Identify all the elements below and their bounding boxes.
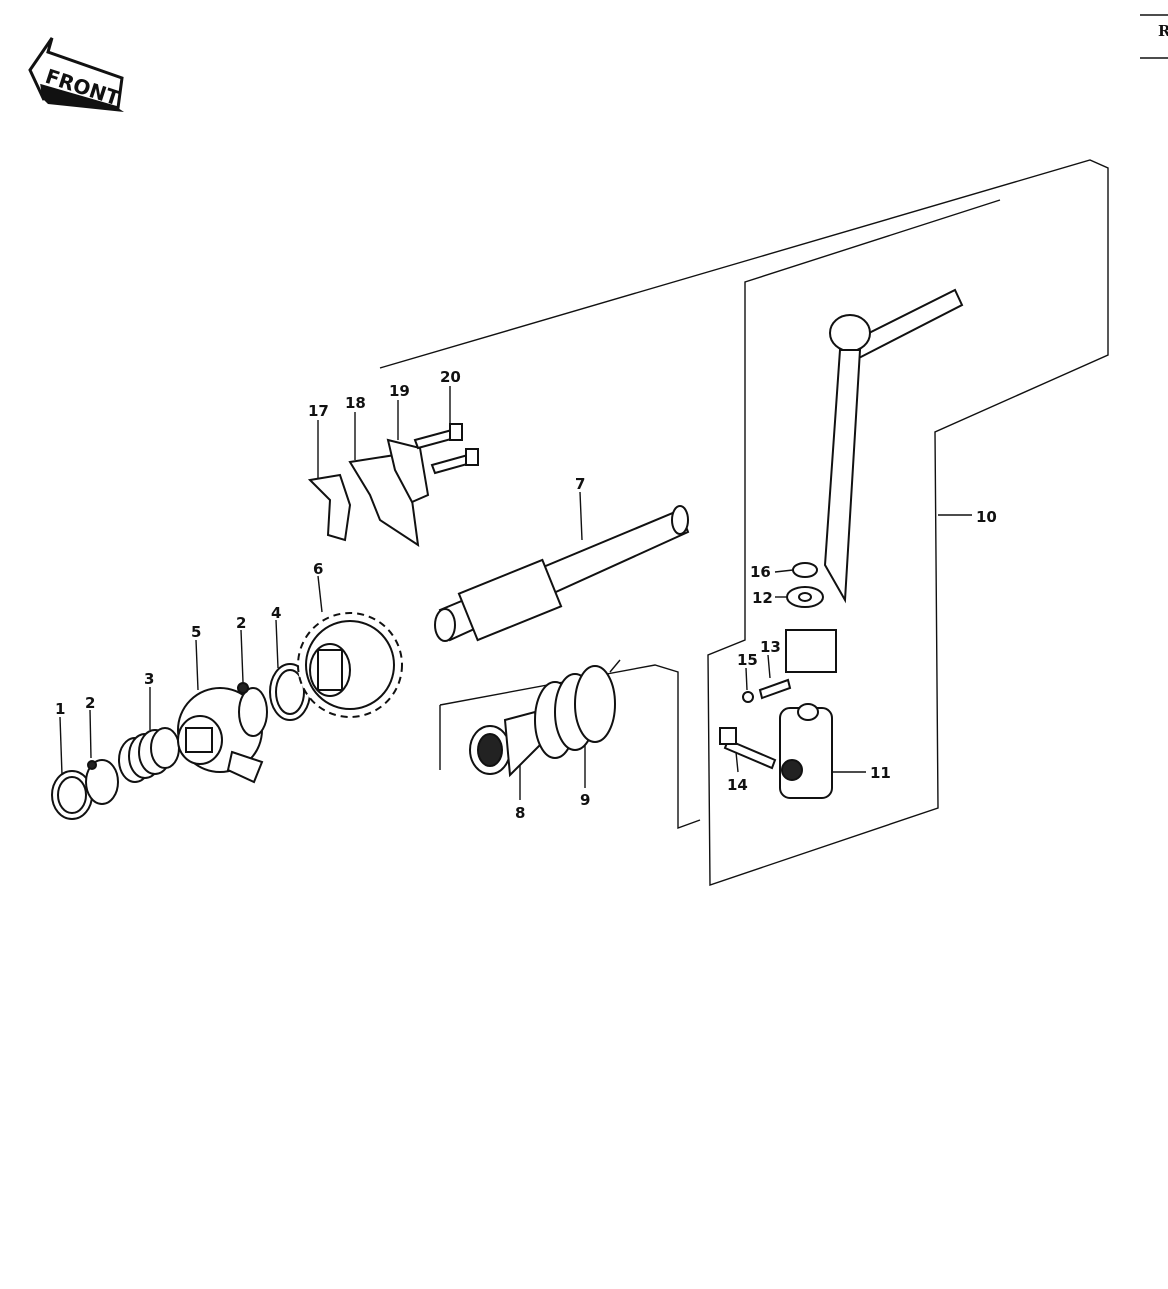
leader-7 (579, 491, 583, 541)
bolt-20 (413, 423, 479, 475)
callout-7: 7 (575, 475, 585, 493)
washer-12 (786, 586, 824, 608)
spring-13 (758, 678, 792, 700)
callout-2b: 2 (236, 614, 246, 632)
guide-plate-17 (307, 473, 352, 542)
leader-14 (735, 751, 739, 773)
callout-12: 12 (752, 589, 773, 607)
callout-6: 6 (313, 560, 323, 578)
callout-17: 17 (308, 402, 329, 420)
guide-plate-19 (386, 438, 430, 504)
callout-10: 10 (976, 508, 997, 526)
lever-clamp-11 (779, 703, 833, 799)
leader-2a (89, 709, 92, 759)
callout-2a: 2 (85, 694, 95, 712)
callout-3: 3 (144, 670, 154, 688)
front-arrow-icon: FRONT (28, 37, 124, 112)
callout-20: 20 (440, 368, 461, 386)
callout-11: 11 (870, 764, 891, 782)
spring-guide-8 (469, 710, 542, 778)
leader-2b (240, 629, 244, 683)
callout-9: 9 (580, 791, 590, 809)
callout-8: 8 (515, 804, 525, 822)
kick-shaft-7 (434, 505, 690, 642)
snap-ring-2b (237, 682, 268, 737)
leader-15 (745, 667, 748, 691)
callout-18: 18 (345, 394, 366, 412)
callout-14: 14 (727, 776, 748, 794)
kick-lever-10 (785, 288, 964, 673)
leader-6 (317, 575, 323, 613)
leader-5 (195, 639, 199, 691)
callout-15: 15 (737, 651, 758, 669)
return-spring-9 (534, 659, 621, 759)
ball-15 (742, 691, 754, 703)
leader-16 (774, 569, 794, 573)
group-bracket-main (379, 159, 1109, 886)
corner-label: R (1158, 22, 1168, 40)
callout-13: 13 (760, 638, 781, 656)
callout-1: 1 (55, 700, 65, 718)
callout-16: 16 (750, 563, 771, 581)
snap-ring-2a (85, 759, 119, 805)
callout-5: 5 (191, 623, 201, 641)
bolt-14 (719, 727, 777, 770)
leader-4 (275, 619, 279, 669)
callout-19: 19 (389, 382, 410, 400)
spring-3 (118, 727, 180, 783)
kick-gear-6 (297, 612, 403, 718)
leader-1 (59, 716, 63, 776)
callout-4: 4 (271, 604, 281, 622)
leader-13 (767, 654, 771, 679)
circlip-16 (792, 562, 818, 578)
